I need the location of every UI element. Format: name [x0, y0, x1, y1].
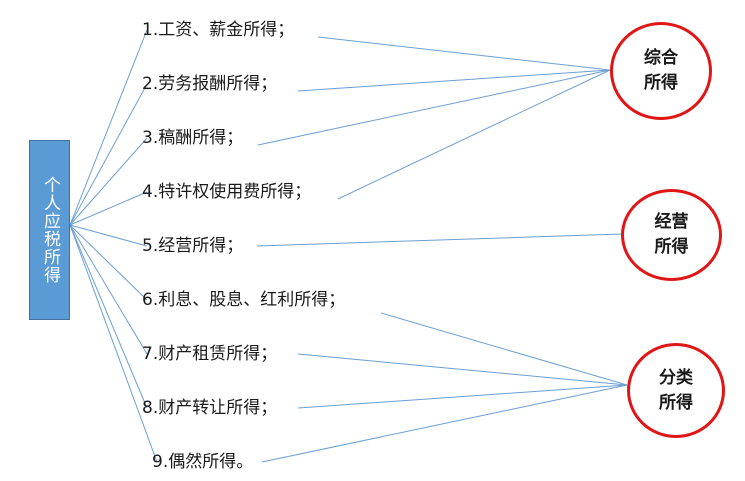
root-node: 个人应税所得 [29, 140, 70, 320]
root-connector-6 [69, 224, 148, 301]
root-connector-5 [69, 224, 148, 247]
category-classified-label: 分类所得 [658, 367, 693, 413]
category-classified-income: 分类所得 [627, 343, 725, 438]
category-connector-1-2 [297, 69, 611, 92]
root-connector-4 [69, 191, 148, 226]
category-comprehensive-income: 综合所得 [610, 22, 712, 120]
category-business-label: 经营所得 [654, 212, 689, 257]
root-connector-7 [69, 224, 148, 355]
category-connector-3-8 [297, 384, 628, 409]
category-connector-3-6 [380, 312, 628, 386]
category-business-income: 经营所得 [621, 189, 722, 281]
category-connector-3-7 [297, 353, 628, 386]
category-connector-2-5 [256, 233, 622, 247]
income-item-7: 7.财产租赁所得； [142, 344, 278, 364]
income-item-5: 5.经营所得； [142, 236, 244, 256]
category-connector-1-1 [317, 36, 611, 71]
category-connector-1-3 [257, 69, 611, 146]
income-item-1: 1.工资、薪金所得； [142, 20, 295, 40]
category-comprehensive-label: 综合所得 [643, 48, 678, 93]
income-item-8: 8.财产转让所得； [142, 398, 278, 418]
income-item-3: 3.稿酬所得； [142, 128, 244, 148]
root-connector-8 [69, 224, 148, 409]
income-item-9: 9.偶然所得。 [152, 452, 254, 472]
income-item-6: 6.利息、股息、红利所得； [142, 290, 346, 310]
root-connector-2 [69, 83, 148, 226]
root-connector-1 [69, 29, 148, 226]
category-connector-3-9 [261, 384, 628, 463]
income-item-4: 4.特许权使用费所得； [142, 182, 312, 202]
category-connector-1-4 [337, 69, 611, 200]
income-item-2: 2.劳务报酬所得； [142, 74, 278, 94]
root-connector-9 [69, 224, 158, 463]
root-label: 个人应税所得 [40, 176, 60, 284]
root-connector-3 [69, 137, 148, 226]
